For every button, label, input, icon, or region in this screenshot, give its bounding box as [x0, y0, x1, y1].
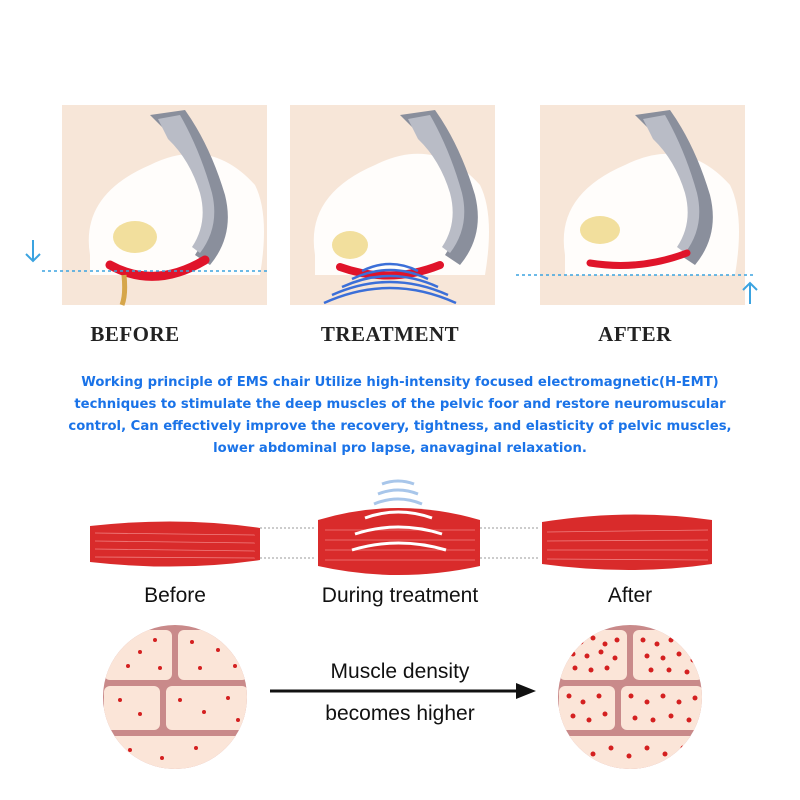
wave-lines: [351, 510, 447, 552]
after-panel: [510, 105, 765, 310]
label-treatment: TREATMENT: [320, 322, 460, 346]
signal-waves: [373, 479, 423, 506]
description-line: techniques to stimulate the deep muscles…: [74, 397, 726, 412]
label-before: BEFORE: [90, 322, 180, 346]
tissue-after-circle: [558, 625, 702, 769]
pelvic-floor-muscle-before: [105, 255, 210, 281]
description-line: lower abdominal pro lapse, anavaginal re…: [213, 441, 587, 456]
arrow-right-icon: [270, 683, 536, 699]
description-line: Working principle of EMS chair Utilize h…: [81, 375, 719, 390]
muscle-label-before: Before: [144, 584, 206, 607]
density-text-line1: Muscle density: [330, 660, 470, 683]
density-text-line2: becomes higher: [325, 702, 475, 725]
pelvis-before-illustration: [30, 105, 270, 306]
muscle-before: [90, 521, 260, 567]
muscle-label-after: After: [607, 584, 653, 607]
muscle-after: [542, 514, 712, 570]
treatment-panel: [290, 105, 540, 310]
label-after: AFTER: [598, 322, 672, 346]
electromagnetic-waves: [323, 262, 457, 305]
tissue-before-circle: [103, 625, 247, 769]
before-panel: [30, 105, 290, 310]
arrow-down-icon: [25, 240, 41, 263]
working-principle-text: Working principle of EMS chair Utilize h…: [40, 372, 760, 460]
pelvis-after-illustration: [510, 105, 755, 305]
arrow-up-icon: [742, 281, 758, 304]
pelvic-floor-muscle-after: [586, 249, 691, 269]
pelvis-treatment-illustration: [290, 105, 495, 305]
description-line: control, Can effectively improve the rec…: [68, 419, 732, 434]
muscle-comparison-illustration: [90, 479, 712, 575]
muscle-label-during: During treatment: [321, 584, 479, 607]
